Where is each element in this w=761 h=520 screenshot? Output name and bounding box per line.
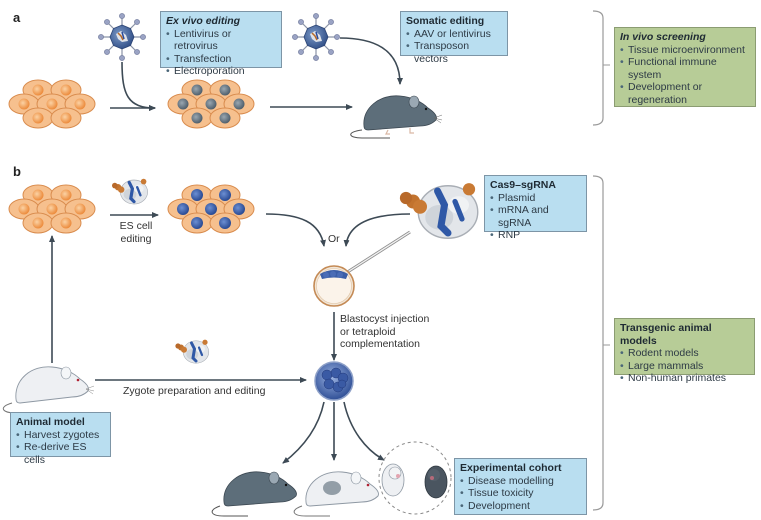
blastocyst-icon [313, 265, 355, 307]
ex-vivo-item: Lentivirus or retrovirus [166, 28, 276, 53]
ex-vivo-editing-title: Ex vivo editing [166, 15, 241, 27]
transgenic-animal-models-box: Transgenic animal models Rodent models L… [614, 318, 755, 384]
bracket-panel-b [592, 175, 604, 511]
mouse-dark-a [350, 95, 443, 139]
virus-icon-somatic [291, 12, 341, 62]
fetus-dark-icon [424, 465, 448, 499]
zygote-preparation-label: Zygote preparation and editing [123, 385, 266, 397]
cas9-item: Plasmid [490, 192, 581, 205]
arrow-virus-to-cells [121, 61, 156, 111]
in-vivo-item: Functional immune [620, 56, 750, 69]
somatic-item: AAV or lentivirus [406, 28, 502, 41]
in-vivo-item-continued: system [628, 68, 662, 81]
transgenic-item: Rodent models [620, 347, 749, 360]
cell-nuclei-edited-a [177, 84, 245, 124]
cas9-sgrna-box: Cas9–sgRNA Plasmid mRNA and sgRNA RNP [484, 175, 587, 241]
in-vivo-screening-box: In vivo screening Tissue microenvironmen… [614, 27, 756, 107]
cas9-item: mRNA and sgRNA [490, 204, 581, 229]
animal-model-box: Animal model Harvest zygotes Re-derive E… [10, 412, 111, 466]
arrow-somatic-to-mouse [339, 37, 403, 85]
experimental-cohort-box: Experimental cohort Disease modelling Ti… [454, 458, 587, 515]
somatic-editing-box: Somatic editing AAV or lentivirus Transp… [400, 11, 508, 65]
cas9-protein-icon-zygote [173, 338, 211, 365]
fetus-dashed-circle [378, 441, 452, 515]
cell-nuclei-unedited-a [18, 84, 86, 124]
cohort-item: Development [460, 500, 581, 513]
panel-a-label: a [13, 10, 21, 25]
blastocyst-label-line: or tetraploid [340, 325, 396, 338]
experimental-cohort-title: Experimental cohort [460, 462, 562, 474]
cas9-protein-icon-large [400, 183, 478, 238]
virus-icon-ex-vivo [97, 12, 147, 62]
arrow-es-to-blastocyst [265, 213, 326, 247]
injection-needle-icon [345, 230, 411, 275]
cas9-item: RNP [490, 229, 581, 242]
in-vivo-item: Tissue microenvironment [620, 44, 750, 57]
somatic-item: Transposon vectors [406, 40, 502, 65]
ex-vivo-editing-box: Ex vivo editing Lentivirus or retrovirus… [160, 11, 282, 77]
in-vivo-item-continued: regeneration [628, 93, 687, 106]
bracket-panel-a [592, 10, 604, 126]
in-vivo-screening-title: In vivo screening [620, 31, 706, 43]
ex-vivo-item: Electroporation [166, 65, 276, 78]
transgenic-item: Large mammals [620, 360, 749, 373]
or-label: Or [328, 233, 340, 245]
animal-model-item: Re-derive ES cells [16, 441, 105, 466]
transgenic-title: Transgenic animal models [620, 322, 712, 347]
cohort-item: Tissue toxicity [460, 487, 581, 500]
mouse-white-animal-model [2, 366, 95, 414]
cell-nuclei-unedited-b [18, 189, 86, 229]
cas9-protein-icon-es [110, 177, 150, 206]
arrow-cas9-to-blastocyst [343, 213, 411, 247]
panel-b-label: b [13, 164, 21, 179]
arrow-embryo-to-primates [343, 401, 385, 461]
es-cell-label-line: editing [120, 232, 152, 245]
transgenic-item: Non-human primates [620, 372, 749, 385]
blastocyst-injection-label: Blastocyst injection or tetraploid compl… [340, 313, 429, 351]
cell-nuclei-edited-b [177, 189, 245, 229]
mouse-dark-cohort [211, 471, 297, 517]
es-cell-editing-label: ES cell editing [116, 220, 156, 245]
somatic-editing-title: Somatic editing [406, 15, 485, 27]
blastocyst-label-line: Blastocyst injection [340, 313, 430, 325]
in-vivo-item: Development or [620, 81, 750, 94]
mouse-chimeric-cohort [293, 471, 379, 517]
ex-vivo-item: Transfection [166, 53, 276, 66]
cas9-sgrna-title: Cas9–sgRNA [490, 179, 556, 191]
cohort-item: Disease modelling [460, 475, 581, 488]
animal-model-title: Animal model [16, 416, 85, 428]
es-cell-label-line: ES cell [119, 220, 153, 232]
fetus-light-icon [381, 463, 405, 497]
embryo-icon [314, 361, 354, 401]
blastocyst-label-line: complementation [340, 338, 420, 350]
animal-model-item: Harvest zygotes [16, 429, 105, 442]
arrow-embryo-to-mouse-dark [282, 401, 325, 464]
